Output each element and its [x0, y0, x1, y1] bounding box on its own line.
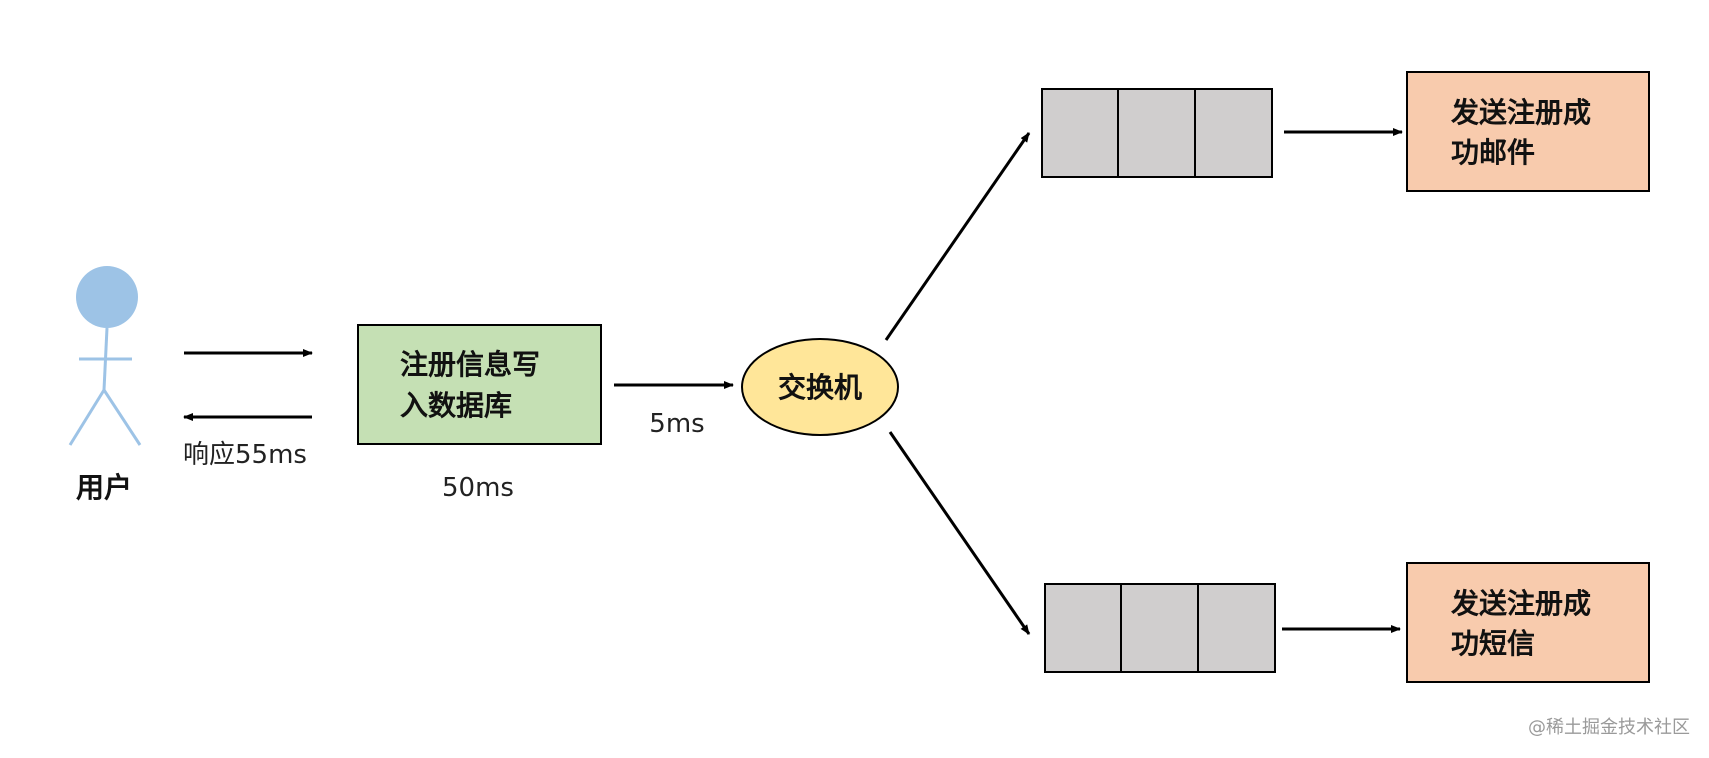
response-time-label: 响应55ms [183, 440, 307, 470]
email-box-line2: 功邮件 [1451, 136, 1535, 169]
exchange-to-email-queue-arrow [884, 132, 1031, 341]
sms-box-line2: 功短信 [1451, 627, 1535, 660]
register-time-label: 50ms [442, 473, 514, 503]
watermark: @稀土掘金技术社区 [1528, 717, 1690, 738]
sms-box [1406, 562, 1650, 683]
register-box [357, 324, 602, 445]
exchange-node [741, 338, 899, 436]
sms-queue [1044, 583, 1276, 673]
email-box-line1: 发送注册成 [1450, 96, 1591, 129]
user-head [76, 266, 138, 328]
exchange-to-sms-queue-arrow [888, 431, 1031, 635]
link-time-label: 5ms [649, 409, 704, 439]
email-queue [1041, 88, 1273, 178]
sms-box-line1: 发送注册成 [1450, 587, 1591, 620]
register-box-line2: 入数据库 [400, 389, 512, 422]
user-figure-icon [68, 266, 142, 446]
exchange-label: 交换机 [778, 371, 862, 404]
user-label: 用户 [76, 471, 132, 504]
register-box-line1: 注册信息写 [400, 348, 540, 381]
email-box [1406, 71, 1650, 192]
